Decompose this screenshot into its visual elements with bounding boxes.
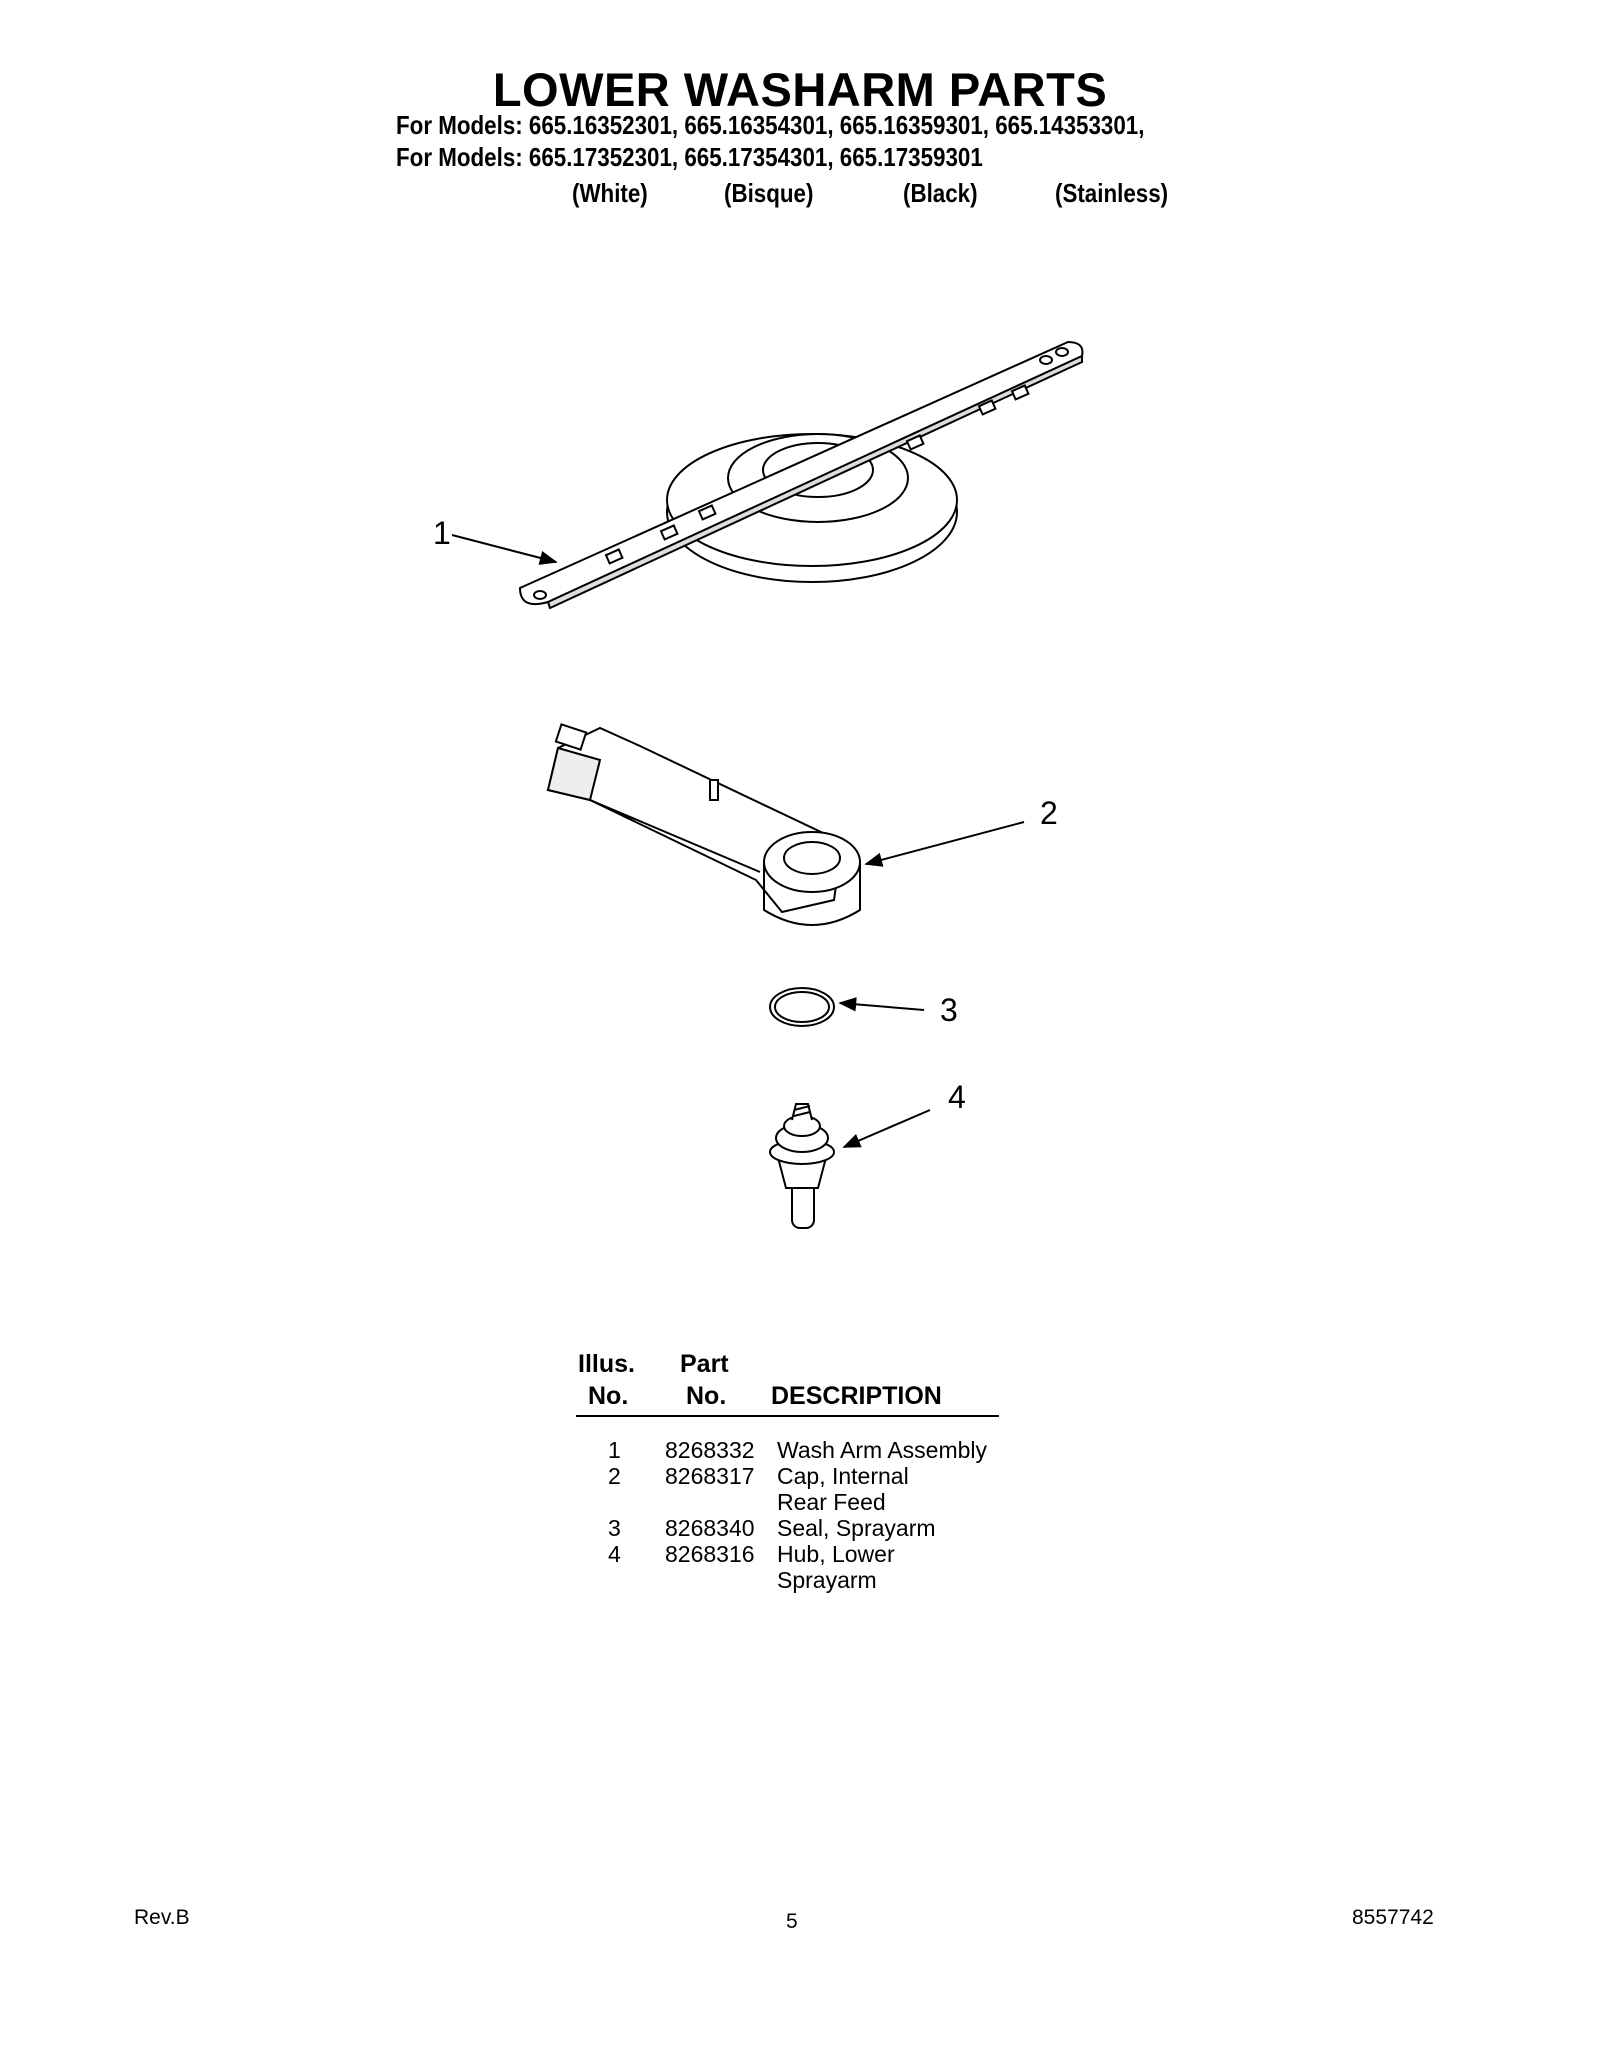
row-2-illus: 2 [608, 1463, 621, 1489]
leader-line-2 [864, 821, 1025, 867]
callout-1: 1 [433, 515, 451, 551]
wash-arm-assembly-illustration [518, 340, 1084, 610]
row-4-desc-cont: Sprayarm [777, 1567, 877, 1593]
row-1-desc: Wash Arm Assembly [777, 1437, 988, 1463]
footer-revision: Rev.B [134, 1906, 190, 1929]
seal-illustration [769, 987, 835, 1027]
header-part-no: No. [686, 1382, 727, 1410]
row-3-desc: Seal, Sprayarm [777, 1515, 936, 1541]
row-3-illus: 3 [608, 1515, 621, 1541]
color-black: (Black) [903, 178, 978, 208]
header-illus: Illus. [578, 1350, 635, 1378]
row-1-part: 8268332 [665, 1437, 755, 1463]
leader-line-4 [842, 1109, 931, 1148]
row-2-part: 8268317 [665, 1463, 755, 1489]
row-1-illus: 1 [608, 1437, 621, 1463]
internal-cap-illustration [546, 723, 861, 926]
parts-diagram: 1 2 3 4 [433, 340, 1084, 1229]
row-2-desc: Cap, Internal [777, 1463, 909, 1489]
footer-document-number: 8557742 [1352, 1906, 1434, 1929]
header-illus-no: No. [588, 1382, 629, 1410]
leader-line-3 [838, 997, 925, 1012]
hub-illustration [769, 1103, 835, 1229]
callout-3: 3 [940, 992, 958, 1028]
row-2-desc-cont: Rear Feed [777, 1489, 886, 1515]
row-4-illus: 4 [608, 1541, 621, 1567]
row-4-desc: Hub, Lower [777, 1541, 895, 1567]
models-line-1: For Models: 665.16352301, 665.16354301, … [396, 110, 1145, 140]
header-part: Part [680, 1350, 729, 1378]
callout-4: 4 [948, 1079, 966, 1115]
header-rule [576, 1415, 999, 1417]
callout-2: 2 [1040, 795, 1058, 831]
color-bisque: (Bisque) [724, 178, 814, 208]
color-white: (White) [572, 178, 648, 208]
row-3-part: 8268340 [665, 1515, 755, 1541]
header-description: DESCRIPTION [771, 1382, 942, 1410]
row-4-part: 8268316 [665, 1541, 755, 1567]
color-stainless: (Stainless) [1055, 178, 1169, 208]
leader-line-1 [451, 534, 558, 565]
models-line-2: For Models: 665.17352301, 665.17354301, … [396, 142, 983, 172]
page-title: LOWER WASHARM PARTS [492, 63, 1108, 116]
footer-page-number: 5 [786, 1910, 798, 1933]
